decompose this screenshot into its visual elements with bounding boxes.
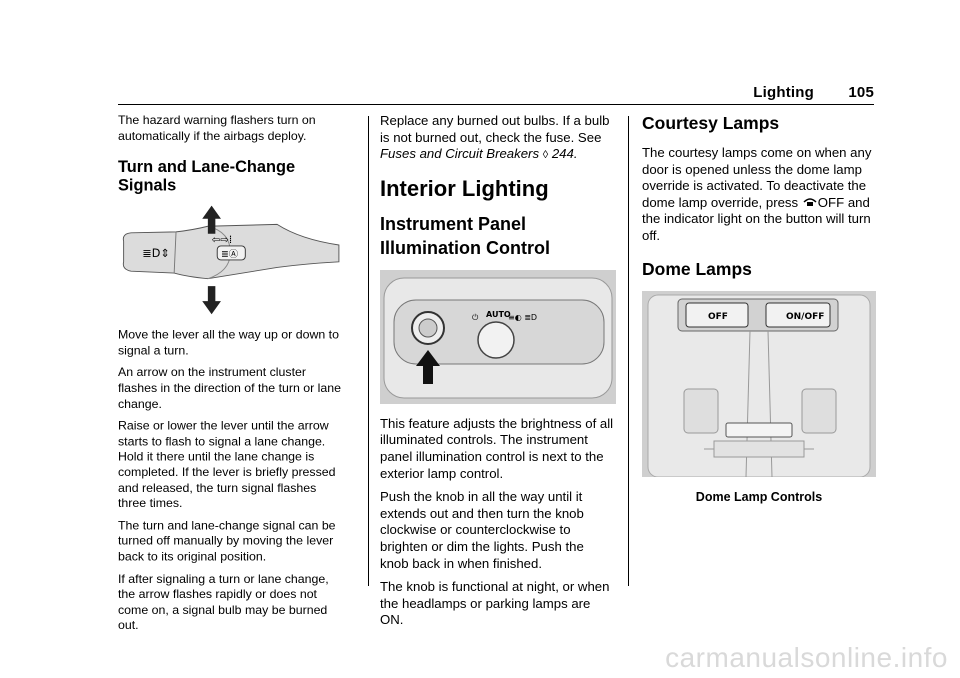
paragraph: Raise or lower the lever until the arrow… [118,418,336,511]
section-title: Lighting [753,84,814,101]
paragraph: The turn and lane-change signal can be t… [118,518,336,564]
column-2: Replace any burned out bulbs. If a bulb … [380,113,616,636]
svg-text:⏻: ⏻ [472,313,479,322]
paragraph: Replace any burned out bulbs. If a bulb … [380,113,616,164]
auto-label: AUTO [486,310,511,319]
svg-text:⇦⇨⁞: ⇦⇨⁞ [212,234,233,246]
page-ref-icon: ◊ [542,149,549,162]
text: Replace any burned out bulbs. If a bulb … [380,113,610,145]
turn-signal-lever-figure: ≣D⇕ ⇦⇨⁞ ≣Ⓐ [122,205,340,315]
svg-text:≣Ⓐ: ≣Ⓐ [221,249,239,260]
section-heading: Turn and Lane-Change Signals [118,157,296,195]
paragraph: Push the knob in all the way until it ex… [380,489,584,571]
paragraph: The knob is functional at night, or when… [380,579,610,628]
on-off-label: ON/OFF [786,312,824,322]
paragraph: This feature adjusts the brightness of a… [380,415,614,481]
text: The courtesy lamps come on when any door… [642,145,872,210]
off-label: OFF [708,312,728,322]
dome-lamp-controls-figure: OFF ON/OFF [642,290,876,477]
dome-lamp-override-icon [803,198,817,207]
chapter-heading: Interior Lighting [380,175,549,201]
column-divider [628,116,629,586]
svg-text:≣D⇕: ≣D⇕ [142,247,169,260]
section-heading: Courtesy Lamps [642,113,780,133]
text: OFF and the indicator light on the butto… [642,194,871,243]
section-heading: Dome Lamps [642,258,752,279]
figure-caption: Dome Lamp Controls [695,489,823,504]
header-rule [118,104,874,105]
paragraph: Move the lever all the way up or down to… [118,327,339,358]
cross-reference-link[interactable]: Fuses and Circuit Breakers [380,146,540,162]
svg-text:≡◐ ≣D: ≡◐ ≣D [508,313,537,322]
instrument-panel-control-figure: ⏻ AUTO ≡◐ ≣D [380,269,616,404]
column-divider [368,116,369,586]
page-header: Lighting 105 [753,84,874,101]
paragraph: The hazard warning flashers turn on auto… [118,113,316,143]
paragraph: If after signaling a turn or lane change… [118,571,329,632]
watermark: carmanualsonline.info [665,642,948,673]
column-3: Courtesy Lamps The courtesy lamps come o… [642,113,876,505]
page-ref[interactable]: 244. [551,146,578,162]
paragraph: The courtesy lamps come on when any door… [642,145,876,245]
section-heading: Instrument Panel Illumination Control [380,213,550,258]
column-1: The hazard warning flashers turn on auto… [118,113,343,640]
paragraph: An arrow on the instrument cluster flash… [118,365,342,411]
page-number: 105 [848,84,874,101]
